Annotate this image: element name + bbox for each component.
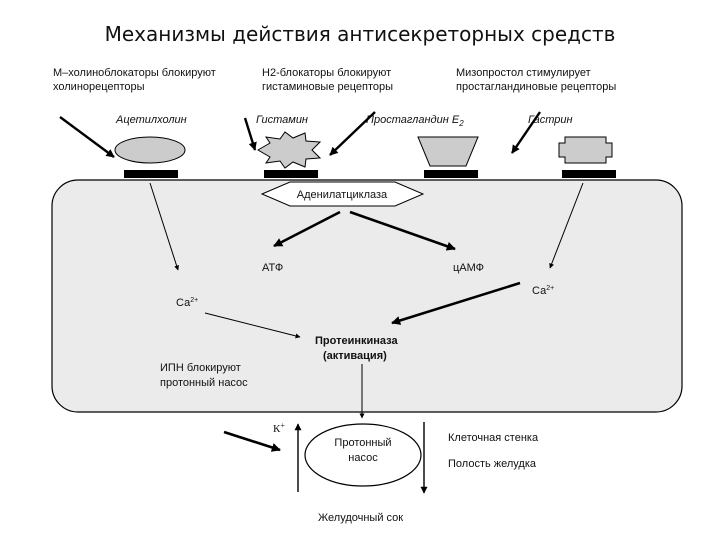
adenylate-cyclase-label: Аденилатциклаза xyxy=(297,189,388,201)
m-blocker-arrow xyxy=(59,116,115,158)
potassium-label: К+ xyxy=(273,421,285,435)
histamine-receptor xyxy=(264,170,318,178)
acetylcholine-signal-arrow xyxy=(149,182,180,271)
gastrin-receptor xyxy=(562,170,616,178)
gastric-juice-label: Желудочный сок xyxy=(318,512,403,524)
page-title: Механизмы действия антисекреторных средс… xyxy=(104,22,616,46)
ac-to-atp-arrow xyxy=(273,210,341,248)
h2-blockers-note-line1: Н2-блокаторы блокируют xyxy=(262,67,391,79)
kinase-label-line2: (активация) xyxy=(323,350,387,362)
ppi-note-line1: ИПН блокируют xyxy=(160,362,241,374)
gastrin-shape xyxy=(558,136,613,164)
histamine-shape xyxy=(257,131,322,169)
misoprostol-note-line2: простагландиновые рецепторы xyxy=(456,81,616,93)
ac-to-camp-arrow xyxy=(349,210,456,251)
ca-to-kinase-arrow xyxy=(204,312,301,339)
gastrin-label: Гастрин xyxy=(528,114,573,126)
gastrin-arrow xyxy=(511,111,541,154)
h2-blockers-note-line2: гистаминовые рецепторы xyxy=(262,81,393,93)
ppi-note-line2: протонный насос xyxy=(160,377,248,389)
adenylate-cyclase-shape xyxy=(260,181,425,207)
atp-label: АТФ xyxy=(262,262,283,274)
camp-to-kinase-arrow xyxy=(391,281,521,325)
misoprostol-note-line1: Мизопростол стимулирует xyxy=(456,67,591,79)
stomach-cavity-label: Полость желудка xyxy=(448,458,537,470)
cell-wall-label: Клеточная стенка xyxy=(448,432,539,444)
acetylcholine-shape xyxy=(114,136,186,164)
calcium-right-label: Са2+ xyxy=(532,285,554,297)
kinase-label-line1: Протеинкиназа xyxy=(315,335,398,347)
prostaglandin-shape xyxy=(417,136,479,167)
gastrin-signal-arrow xyxy=(549,182,584,269)
prostaglandin-label: Простагландин Е2 xyxy=(366,114,464,128)
cholinergic-receptor xyxy=(124,170,178,178)
m-blockers-note-line1: М–холиноблокаторы блокируют xyxy=(53,67,216,79)
m-blockers-note-line2: холинорецепторы xyxy=(53,81,145,93)
proton-pump-label-line1: Протонный xyxy=(334,437,391,449)
camp-label: цАМФ xyxy=(453,262,484,274)
proton-pump-shape xyxy=(304,423,422,487)
proton-pump-label-line2: насос xyxy=(348,452,378,464)
ppi-block-arrow xyxy=(223,430,281,452)
histamine-label: Гистамин xyxy=(256,114,308,126)
h2-blocker-arrow xyxy=(243,117,257,151)
prostaglandin-receptor xyxy=(424,170,478,178)
parietal-cell xyxy=(51,179,683,413)
acetylcholine-label: Ацетилхолин xyxy=(115,114,187,126)
calcium-left-label: Са2+ xyxy=(176,297,198,309)
misoprostol-arrow xyxy=(329,111,376,156)
